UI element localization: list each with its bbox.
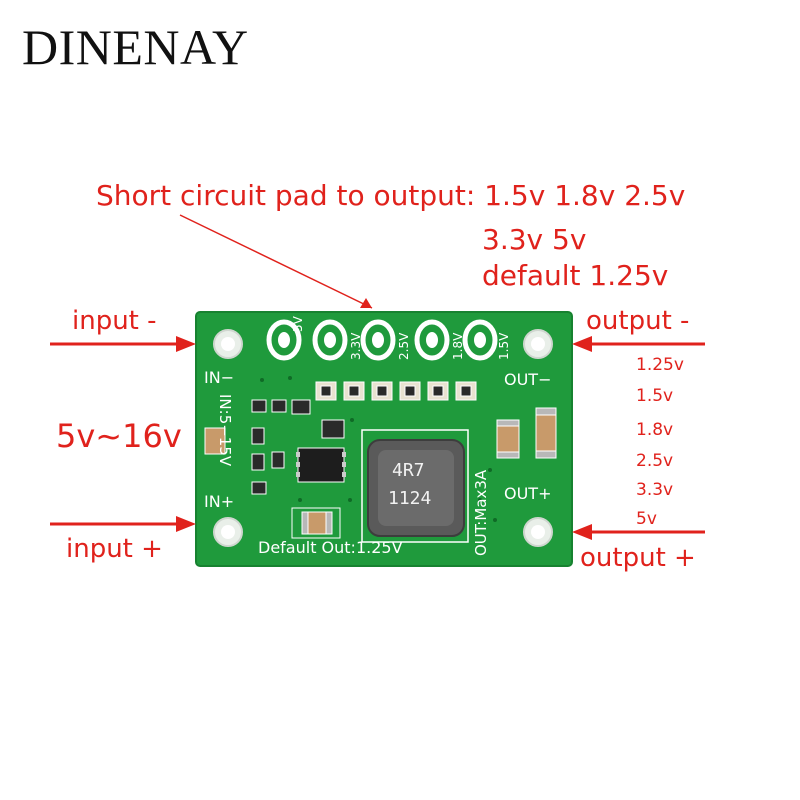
pad-label-1v8: 1.8V: [451, 332, 465, 360]
small-component: [321, 419, 345, 439]
inductor-marking-1: 4R7: [392, 460, 425, 481]
pcb-label-out-max: OUT:Max3A: [472, 469, 490, 556]
label-input-minus: input -: [72, 306, 157, 336]
pcb-label-in-minus: IN−: [204, 368, 235, 387]
resistor-row: [315, 381, 477, 401]
inductor: [367, 439, 465, 537]
output-voltage-6: 5v: [636, 509, 657, 529]
brand-logo: DINENAY: [22, 22, 249, 72]
callout-line-2: 3.3v 5v: [482, 223, 587, 256]
output-voltage-5: 3.3v: [636, 480, 674, 500]
inductor-marking-2: 1124: [388, 488, 432, 509]
label-output-minus: output -: [586, 306, 690, 336]
output-voltage-3: 1.8v: [636, 420, 674, 440]
pad-label-5v: 5V: [291, 316, 305, 332]
output-voltage-1: 1.25v: [636, 355, 684, 375]
pad-label-1v5: 1.5V: [497, 332, 511, 360]
pcb-vias: [260, 376, 497, 522]
arrow-input-plus: [50, 516, 196, 532]
label-input-range: 5v~16v: [56, 417, 182, 455]
label-output-plus: output +: [580, 543, 696, 573]
inductor-outline: [361, 429, 469, 543]
left-components: [204, 399, 311, 495]
callout-line-1: Short circuit pad to output: 1.5v 1.8v 2…: [96, 179, 686, 212]
pcb-label-out-minus: OUT−: [504, 370, 552, 389]
label-input-plus: input +: [66, 534, 163, 564]
pad-label-2v5: 2.5V: [397, 332, 411, 360]
pcb-label-in-range: IN:5−15V: [216, 394, 234, 467]
pad-label-3v3: 3.3V: [349, 332, 363, 360]
brand-logo-text: DINENAY: [22, 19, 249, 75]
arrow-output-plus: [572, 524, 705, 540]
callout-line-3: default 1.25v: [482, 259, 669, 292]
voltage-select-pads: [266, 319, 498, 361]
pcb-label-in-plus: IN+: [204, 492, 235, 511]
controller-ic: [296, 447, 346, 483]
pcb-label-out-plus: OUT+: [504, 484, 552, 503]
output-voltage-4: 2.5v: [636, 451, 674, 471]
pcb-label-default-out: Default Out:1.25V: [258, 538, 403, 557]
capacitors: [291, 407, 557, 539]
arrow-input-minus: [50, 336, 196, 352]
callout-leader-line: [179, 214, 373, 309]
pcb-board: [195, 311, 573, 567]
callout-leader-arrowhead: [360, 298, 372, 308]
output-voltage-2: 1.5v: [636, 386, 674, 406]
arrow-output-minus: [572, 336, 705, 352]
